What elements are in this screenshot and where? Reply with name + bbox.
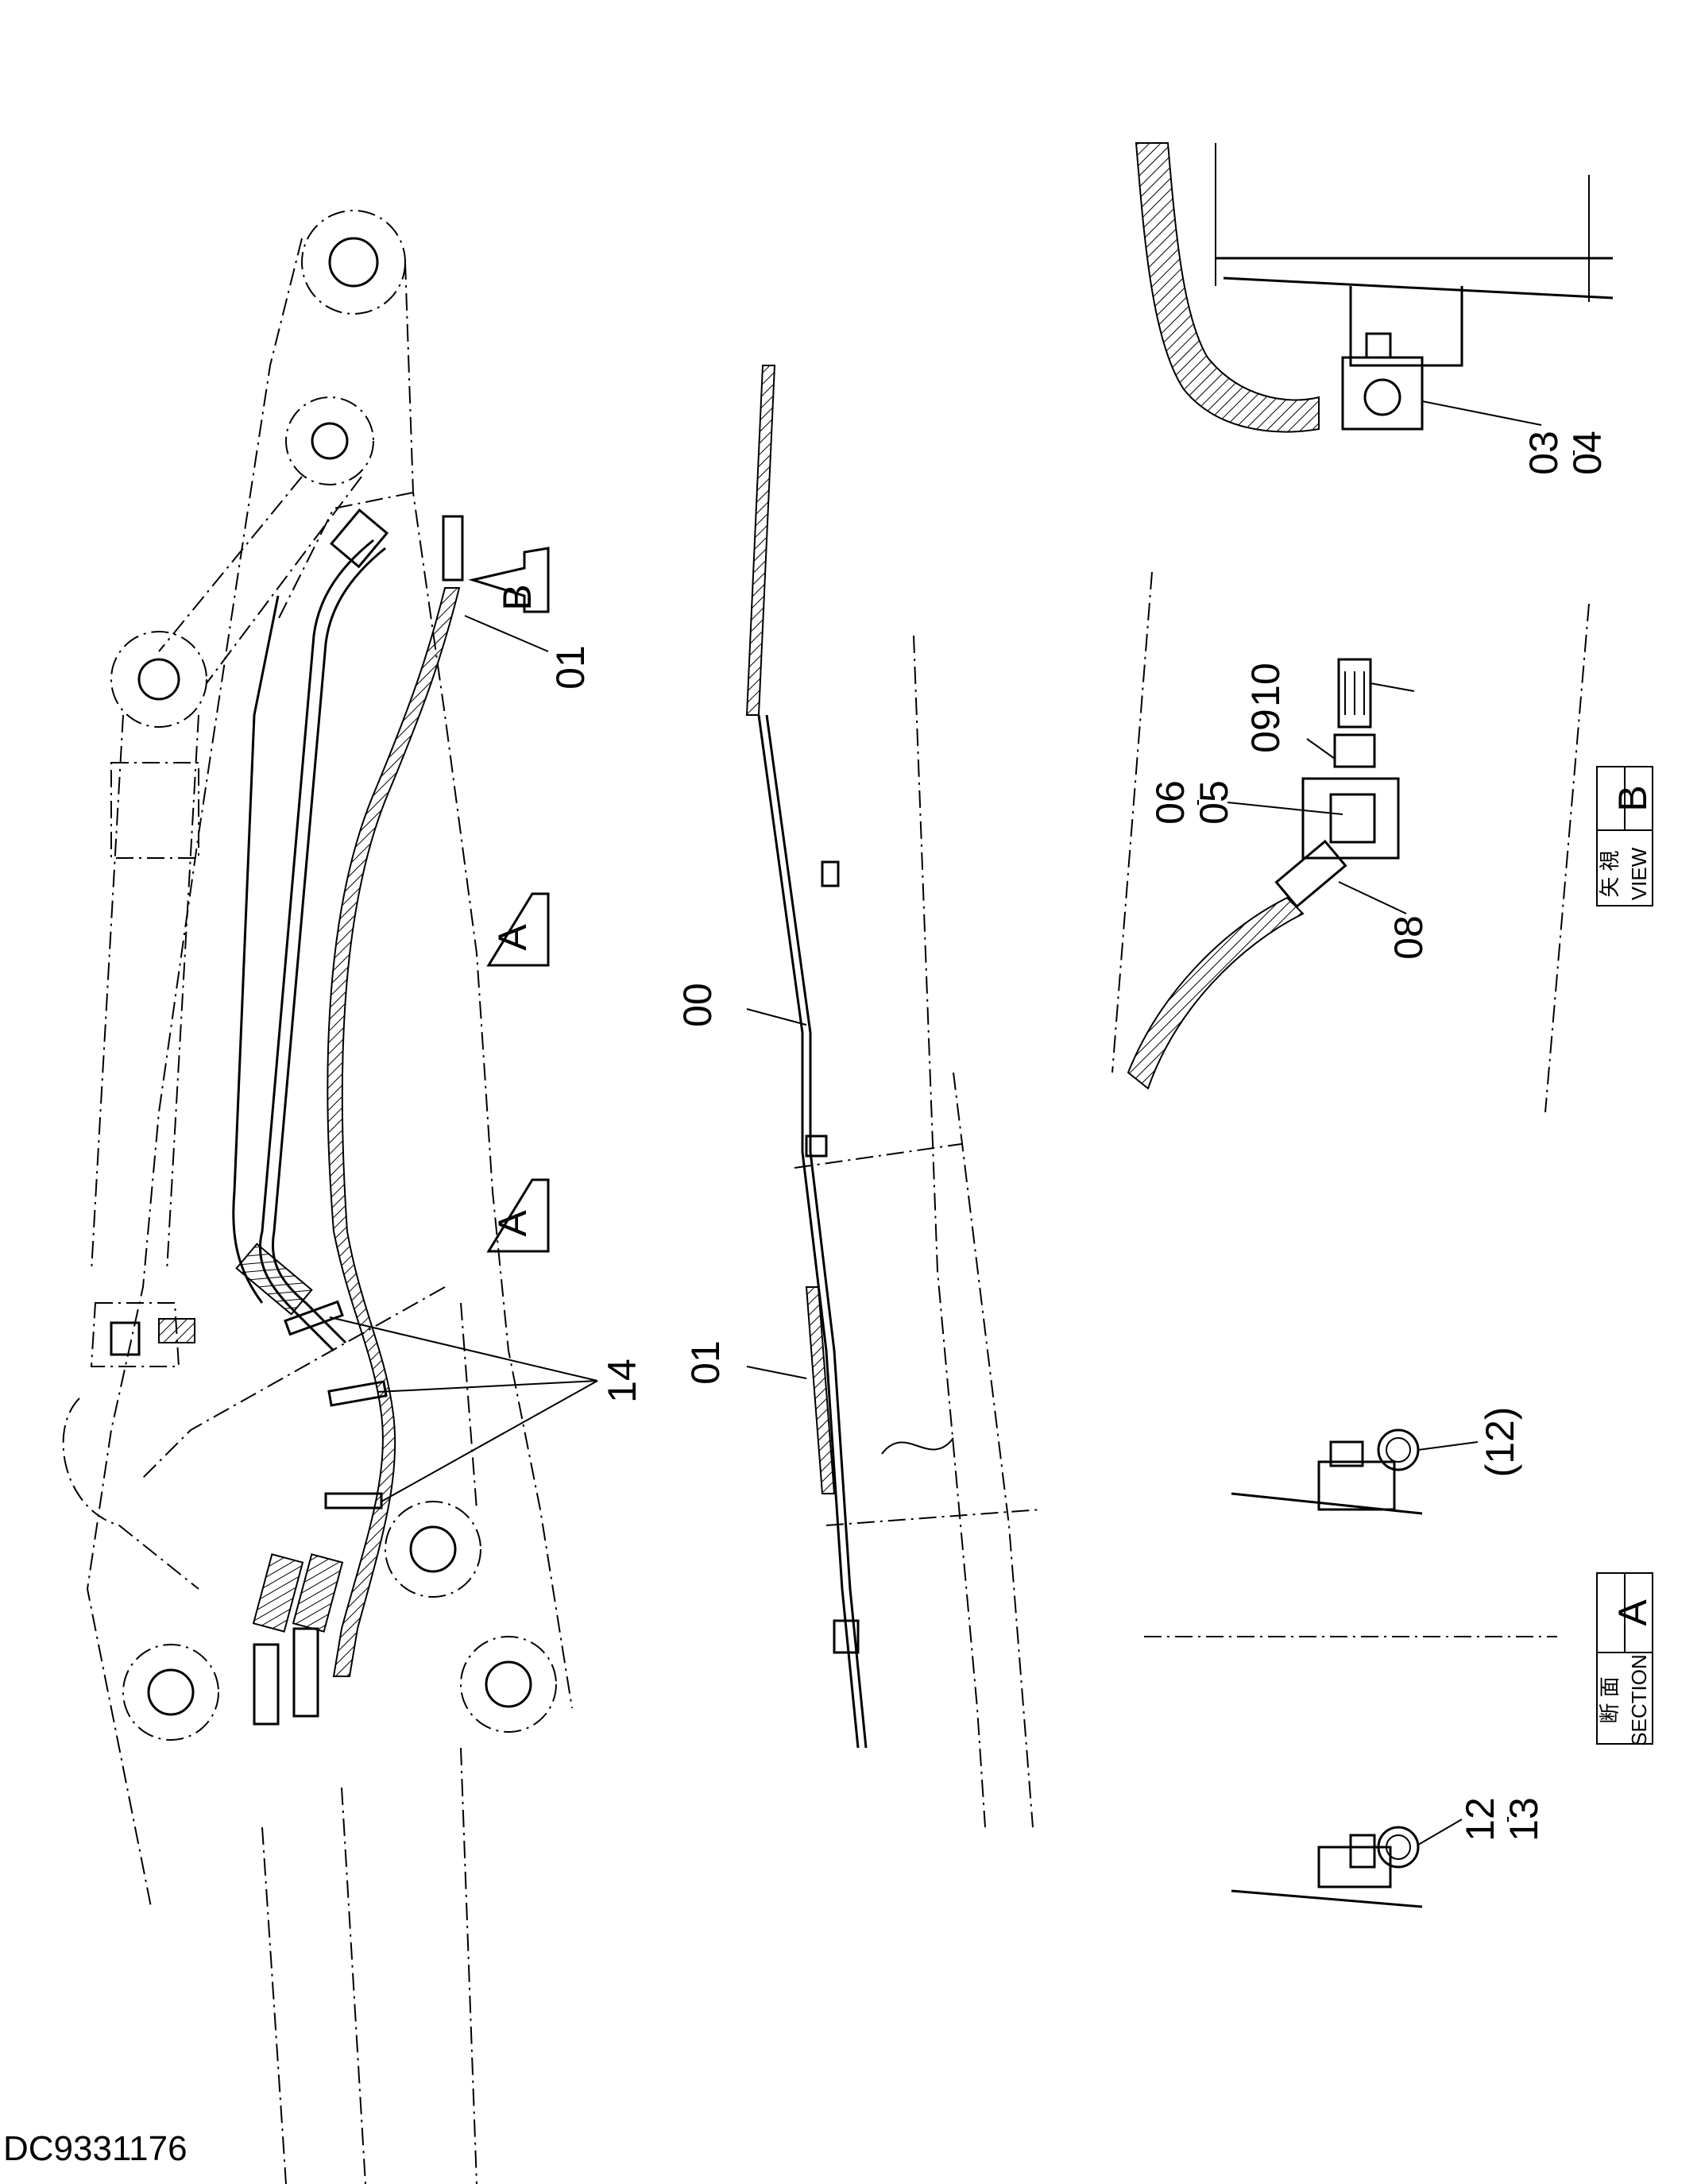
callout-clamp-dash: - — [1494, 1816, 1518, 1823]
section-a-letter: A — [1610, 1599, 1655, 1626]
leader-pipe-00 — [746, 1008, 807, 1026]
callout-hose-upper: 01 — [548, 645, 593, 690]
leader-hose-01 — [746, 1366, 807, 1379]
section-a-detail-2 — [1231, 1826, 1423, 1908]
detail-b-fitting — [1135, 142, 1614, 433]
section-a-title-box — [1596, 1572, 1653, 1745]
section-a-arrow-2-label: A — [490, 1210, 535, 1237]
leader-10 — [1370, 682, 1415, 692]
view-b-title-box — [1596, 766, 1653, 906]
callout-adapter-06-dash: - — [1185, 799, 1208, 806]
section-a-arrow-2 — [486, 1178, 550, 1253]
callout-hose-08: 08 — [1386, 915, 1431, 960]
section-a-en: SECTION — [1627, 1654, 1651, 1746]
callout-clamp-ref: (12) — [1478, 1407, 1522, 1478]
leader-clamp-12-13 — [1417, 1819, 1463, 1846]
callout-adapter-05: 05 — [1192, 780, 1236, 825]
drawing-id: DC9331176 — [3, 2129, 187, 2168]
section-a-detail-1 — [1231, 1428, 1423, 1515]
boom-arm-outline — [62, 210, 573, 2184]
callout-pipe-00: 00 — [675, 983, 720, 1027]
callout-adapter-dash: - — [1560, 450, 1584, 457]
leader-09 — [1306, 738, 1336, 760]
callout-adapter-09: 09 — [1243, 709, 1288, 753]
section-a-jp: 断 面 — [1598, 1676, 1622, 1723]
leader-lines-left — [329, 615, 598, 1502]
view-b-jp: 矢 視 — [1598, 850, 1622, 897]
leader-08 — [1338, 881, 1407, 914]
hydraulic-lines — [110, 508, 464, 1726]
callout-clamp-13: 13 — [1502, 1797, 1546, 1842]
view-b-detail — [1111, 571, 1590, 1113]
view-b-letter: B — [1610, 785, 1655, 811]
callout-adapter-10: 10 — [1243, 663, 1288, 707]
callout-adapter-03-04: 03 — [1521, 431, 1566, 475]
arm-side-view — [745, 365, 1042, 1828]
callout-clamp-12: 12 — [1458, 1797, 1502, 1842]
view-b-arrow — [468, 547, 550, 613]
callout-adapter-04: 04 — [1565, 431, 1610, 475]
callout-clamps-14: 14 — [600, 1359, 644, 1403]
view-b-arrow-label: B — [495, 584, 539, 610]
view-b-en: VIEW — [1627, 847, 1651, 900]
callout-hose-01: 01 — [683, 1340, 728, 1385]
section-a-arrow-1 — [486, 892, 550, 967]
callout-adapter-06: 06 — [1148, 780, 1193, 825]
section-a-arrow-1-label: A — [490, 924, 535, 951]
leader-05 — [1227, 802, 1343, 815]
leader-clamp-ref — [1417, 1441, 1479, 1451]
leader-adapter-b — [1421, 400, 1542, 426]
